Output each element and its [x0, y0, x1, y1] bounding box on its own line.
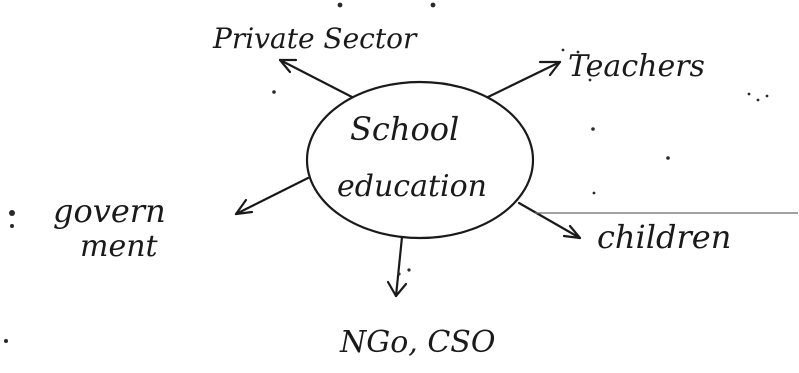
- hub-ellipse: [305, 80, 535, 240]
- arrow-government: [234, 176, 310, 216]
- hub-label-line1: School: [350, 110, 459, 148]
- node-private-sector: Private Sector: [212, 22, 418, 55]
- arrow-ngo-cso: [386, 235, 408, 298]
- arrow-children: [517, 201, 582, 240]
- hub-label-line2: education: [337, 169, 487, 204]
- scan-specks: [4, 2, 769, 343]
- arrow-teachers: [486, 60, 562, 99]
- node-children: children: [597, 218, 731, 256]
- node-ngo-cso: NGo, CSO: [339, 325, 495, 360]
- node-teachers: Teachers: [568, 49, 705, 84]
- arrow-private-sector: [278, 58, 354, 99]
- node-government-line1: govern: [53, 192, 166, 230]
- node-government-line2: ment: [80, 229, 159, 264]
